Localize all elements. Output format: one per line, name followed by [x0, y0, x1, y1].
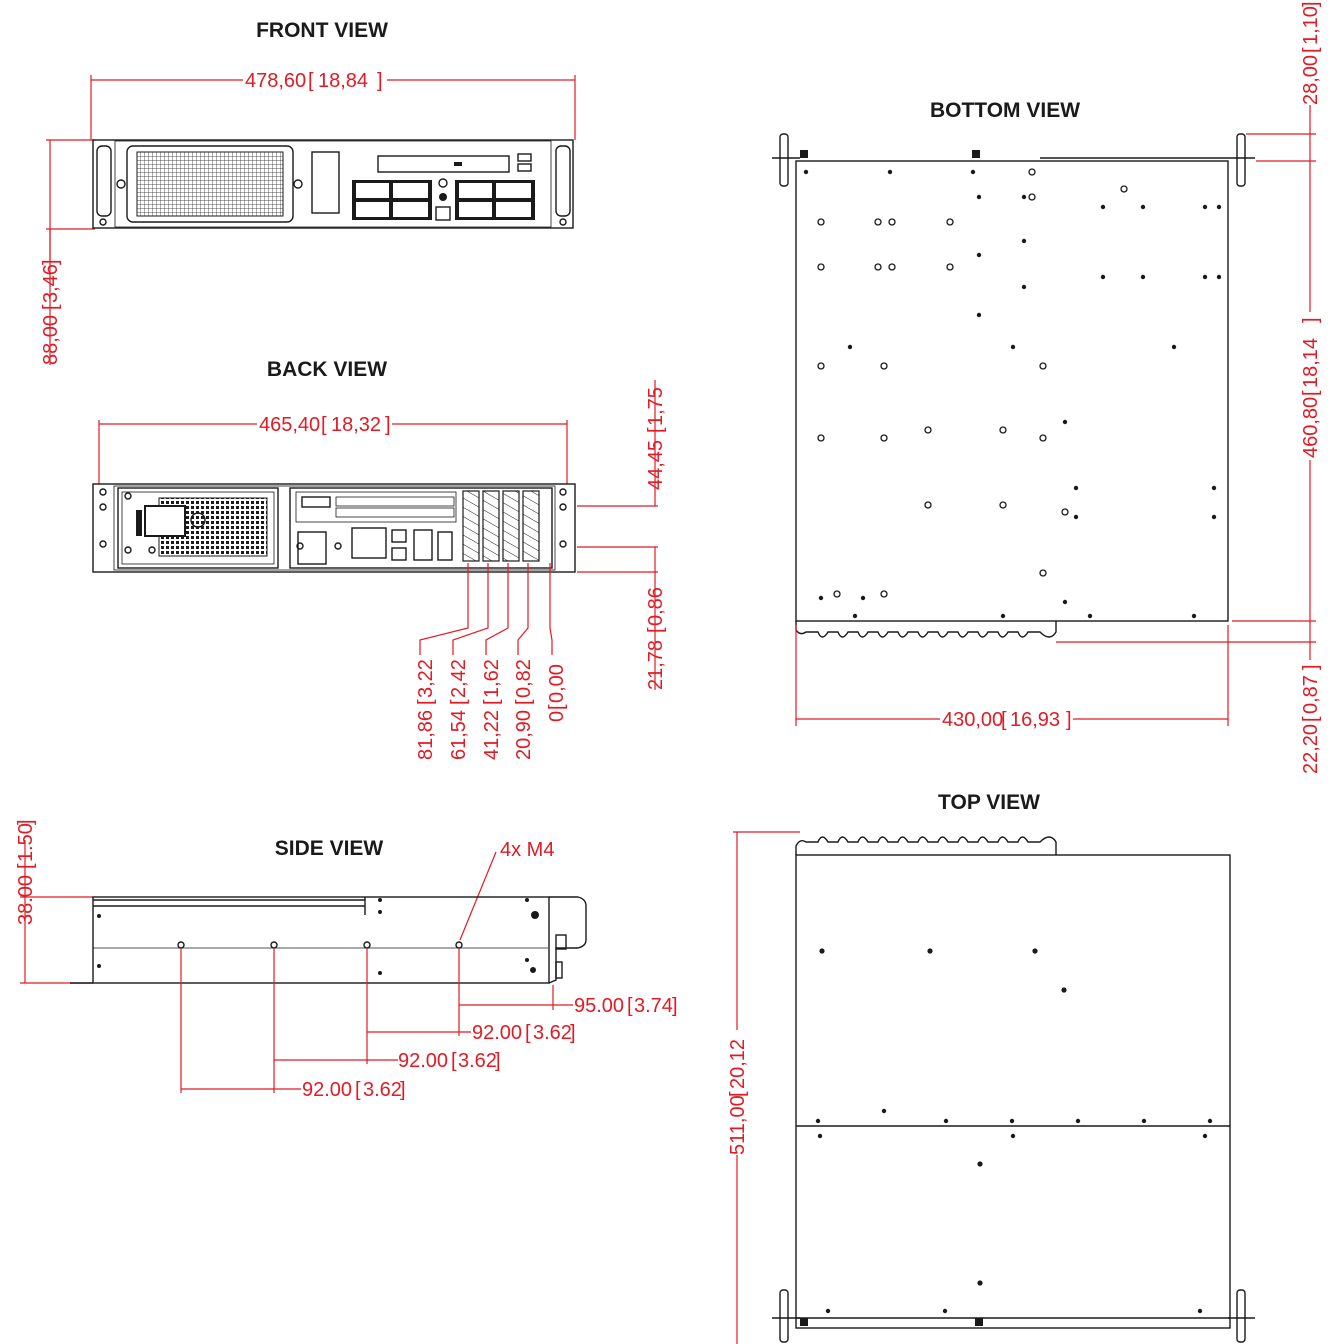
- svg-text:[: [: [40, 304, 62, 310]
- back-lower-in: 0,86: [645, 587, 667, 626]
- side-d3-in: 3.62: [458, 1050, 497, 1072]
- svg-text:[: [: [1300, 390, 1322, 396]
- slot-3-in: 1,62: [481, 659, 503, 698]
- back-lower-mm: 21,78: [645, 640, 667, 690]
- slot-4-in: 0,82: [513, 659, 535, 698]
- bottom-tab-in: 0,87: [1300, 675, 1322, 714]
- front-height-mm: 88,00: [40, 315, 62, 365]
- svg-text:[: [: [627, 995, 633, 1017]
- side-d1-in: 3.74: [634, 995, 673, 1017]
- top-depth-mm: 511,00: [727, 1095, 749, 1155]
- svg-text:[: [: [645, 427, 667, 433]
- slot-1-in: 3,22: [415, 659, 437, 698]
- svg-text:]: ]: [400, 1079, 406, 1101]
- svg-text:[: [: [15, 863, 37, 869]
- svg-text:[: [: [451, 1050, 457, 1072]
- front-width-in: 18,84: [318, 70, 368, 92]
- svg-text:]: ]: [672, 995, 678, 1017]
- slot-5-mm: 0: [546, 711, 568, 722]
- front-height-in: 3,46: [40, 264, 62, 303]
- bottom-width-mm: 430,00: [942, 709, 1003, 731]
- side-height-in: 1.50: [15, 823, 37, 862]
- side-d4-in: 3.62: [363, 1079, 402, 1101]
- bottom-tab-mm: 22,20: [1300, 724, 1322, 774]
- svg-text:[: [: [481, 699, 503, 705]
- side-d4-mm: 92.00: [302, 1079, 352, 1101]
- svg-text:[: [: [321, 414, 327, 436]
- top-depth-in: 20,12: [727, 1039, 749, 1089]
- front-view: FRONT VIEW 478,60 [ 18,84 ] 88,00 [ 3,46…: [40, 19, 576, 365]
- svg-text:[: [: [546, 704, 568, 710]
- svg-text:[: [: [645, 627, 667, 633]
- svg-text:]: ]: [377, 70, 383, 92]
- svg-text:[: [: [727, 1091, 749, 1097]
- slot-3-mm: 41,22: [481, 710, 503, 760]
- side-d2-in: 3.62: [533, 1022, 572, 1044]
- bottom-width-in: 16,93: [1010, 709, 1060, 731]
- svg-text:[: [: [308, 70, 314, 92]
- svg-text:[: [: [513, 699, 535, 705]
- front-view-title: FRONT VIEW: [256, 19, 388, 42]
- svg-text:[: [: [355, 1079, 361, 1101]
- svg-text:[: [: [415, 699, 437, 705]
- back-view-title: BACK VIEW: [267, 358, 387, 381]
- back-upper-mm: 44,45: [645, 440, 667, 490]
- svg-text:]: ]: [1300, 664, 1322, 670]
- top-view: TOP VIEW 511,00[20,12: [727, 791, 1255, 1344]
- svg-text:]: ]: [495, 1050, 501, 1072]
- side-d1-mm: 95.00: [574, 995, 624, 1017]
- side-height-mm: 38.00: [15, 875, 37, 925]
- slot-5-in: 0,00: [546, 664, 568, 703]
- side-d3-mm: 92.00: [398, 1050, 448, 1072]
- svg-text:[: [: [1300, 47, 1322, 53]
- svg-text:[: [: [525, 1022, 531, 1044]
- slot-1-mm: 81,86: [415, 710, 437, 760]
- svg-text:]: ]: [1300, 1, 1322, 7]
- slot-4-mm: 20,90: [513, 710, 535, 760]
- side-d2-mm: 92.00: [472, 1022, 522, 1044]
- svg-text:]: ]: [570, 1022, 576, 1044]
- slot-2-mm: 61,54: [448, 710, 470, 760]
- slot-2-in: 2,42: [448, 659, 470, 698]
- svg-text:[: [: [1001, 709, 1007, 731]
- svg-text:]: ]: [15, 819, 37, 825]
- bottom-view: BOTTOM VIEW: [772, 1, 1322, 774]
- bottom-depth-mm: 460,80: [1300, 397, 1322, 458]
- svg-text:]: ]: [1300, 317, 1322, 323]
- top-view-title: TOP VIEW: [938, 791, 1040, 814]
- bottom-depth-in: 18,14: [1300, 338, 1322, 388]
- svg-text:]: ]: [40, 259, 62, 265]
- back-width-mm: 465,40: [259, 414, 320, 436]
- side-view-title: SIDE VIEW: [275, 837, 384, 860]
- front-width-mm: 478,60: [245, 70, 306, 92]
- back-view: BACK VIEW 465,40 [ 18,32 ] 44,45 [ 1,75 …: [92, 358, 667, 760]
- bottom-ear-in: 1,10: [1300, 6, 1322, 45]
- svg-text:]: ]: [1066, 709, 1072, 731]
- svg-text:[: [: [1300, 716, 1322, 722]
- svg-text:[: [: [448, 699, 470, 705]
- side-view: SIDE VIEW 4x M4 38.00 [1.50]: [15, 819, 678, 1101]
- screw-note: 4x M4: [500, 839, 554, 861]
- bottom-ear-mm: 28,00: [1300, 55, 1322, 105]
- back-upper-in: 1,75: [645, 387, 667, 426]
- bottom-view-title: BOTTOM VIEW: [930, 99, 1080, 122]
- back-width-in: 18,32: [331, 414, 381, 436]
- svg-text:]: ]: [385, 414, 391, 436]
